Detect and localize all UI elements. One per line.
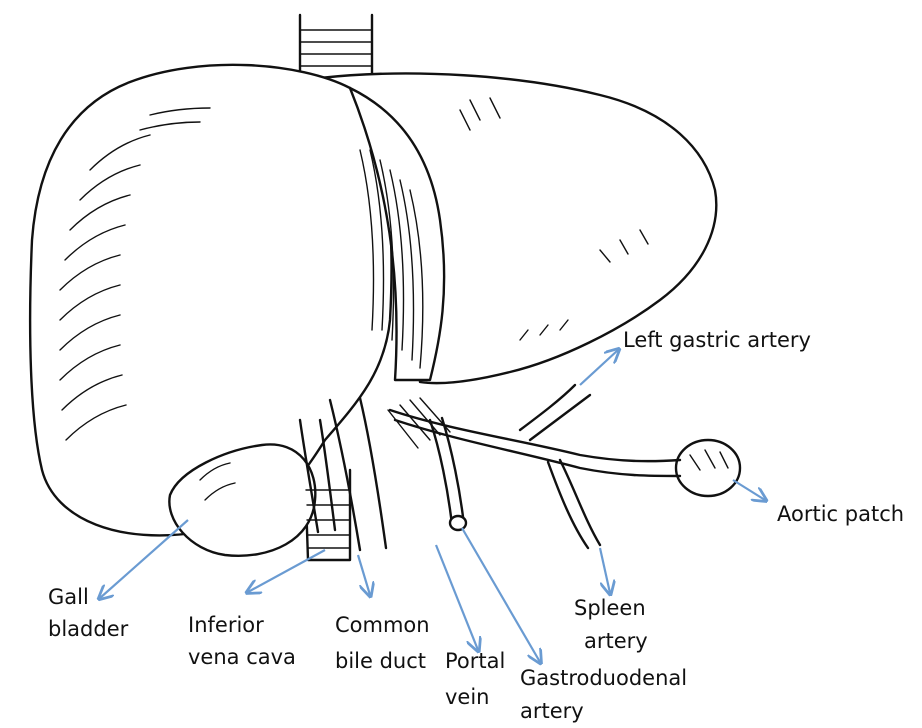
label-inferior: Inferior [188, 611, 264, 639]
label-vein: vein [445, 683, 490, 711]
ivc-upper [300, 15, 372, 80]
arrow-aortic-patch [733, 480, 765, 500]
arrow-spleen-artery [600, 548, 610, 593]
arrow-left-gastric [580, 350, 618, 385]
arrow-portal-vein [436, 545, 478, 650]
aortic-patch-shape [676, 440, 740, 496]
label-aortic-patch: Aortic patch [777, 500, 904, 528]
arrow-inferior-vena-cava [248, 550, 325, 592]
label-gastroduodenal: Gastroduodenal [520, 664, 687, 692]
label-common: Common [335, 611, 430, 639]
left-gastric-shape [520, 385, 575, 430]
arrow-common-bile-duct [358, 555, 370, 595]
label-gall: Gall [48, 583, 89, 611]
label-bladder: bladder [48, 615, 128, 643]
label-spleen-artery: artery [584, 627, 648, 655]
label-portal: Portal [445, 647, 505, 675]
label-left-gastric-artery: Left gastric artery [623, 326, 811, 354]
label-bile-duct: bile duct [335, 647, 426, 675]
label-gastroduodenal-artery: artery [520, 697, 584, 725]
label-spleen: Spleen [574, 594, 646, 622]
spleen-artery-shape [560, 460, 600, 545]
label-vena-cava: vena cava [188, 643, 296, 671]
